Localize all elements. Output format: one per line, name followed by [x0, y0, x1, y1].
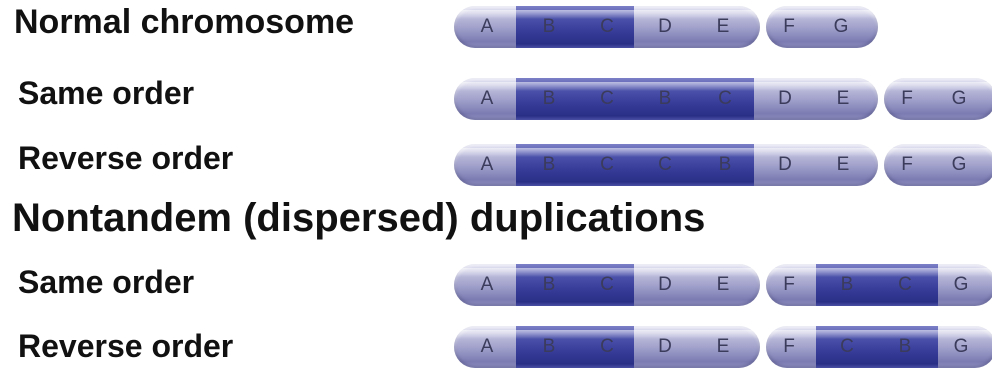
label-tandem-same-order: Same order — [18, 75, 195, 111]
chromosome-arm-q: F C B G — [766, 326, 992, 368]
gene-label: F — [901, 154, 913, 175]
gene-label: A — [480, 154, 494, 175]
gene-label: D — [778, 88, 792, 109]
gene-label: C — [600, 16, 614, 37]
gene-label: D — [658, 274, 672, 295]
gene-label: E — [716, 274, 730, 295]
label-tandem-reverse-order: Reverse order — [18, 140, 234, 176]
gene-label: G — [953, 336, 969, 357]
chromosome-tandem-reverse: A B C C B D E F G — [454, 144, 992, 186]
gene-label: E — [716, 16, 730, 37]
gene-label: A — [480, 88, 494, 109]
gene-label: D — [658, 16, 672, 37]
chromosome-nontandem-same: A B C D E F B C G — [454, 264, 992, 306]
chromosome-arm-p: A B C D E — [454, 326, 760, 368]
gene-label: E — [836, 154, 850, 175]
gene-label: C — [600, 154, 614, 175]
gene-label: B — [542, 336, 556, 357]
gene-label: B — [542, 16, 556, 37]
gene-label: G — [951, 154, 967, 175]
chromosome-arm-q: F G — [884, 144, 992, 186]
chromosome-nontandem-reverse: A B C D E F C B G — [454, 326, 992, 368]
gene-label: G — [833, 16, 849, 37]
gene-label: C — [898, 274, 912, 295]
gene-label: D — [778, 154, 792, 175]
gene-label: D — [658, 336, 672, 357]
gene-label: C — [718, 88, 732, 109]
label-nontandem-reverse-order: Reverse order — [18, 328, 234, 364]
chromosome-arm-p: A B C D E — [454, 6, 760, 48]
gene-label: B — [718, 154, 732, 175]
gene-label: F — [783, 274, 795, 295]
gene-label: F — [901, 88, 913, 109]
gene-label: A — [480, 16, 494, 37]
gene-label: A — [480, 274, 494, 295]
gene-label: B — [542, 88, 556, 109]
section-title-nontandem: Nontandem (dispersed) duplications — [12, 196, 706, 240]
chromosome-normal: A B C D E F G — [454, 6, 878, 48]
gene-label: A — [480, 336, 494, 357]
gene-label: E — [716, 336, 730, 357]
gene-label: B — [898, 336, 912, 357]
gene-label: C — [600, 336, 614, 357]
chromosome-arm-p: A B C C B D E — [454, 144, 878, 186]
gene-label: B — [840, 274, 854, 295]
gene-label: C — [658, 154, 672, 175]
gene-label: B — [542, 274, 556, 295]
gene-label: E — [836, 88, 850, 109]
gene-label: F — [783, 16, 795, 37]
gene-label: F — [783, 336, 795, 357]
chromosome-arm-p: A B C B C D E — [454, 78, 878, 120]
gene-label: G — [953, 274, 969, 295]
label-normal-chromosome: Normal chromosome — [14, 3, 355, 41]
gene-label: C — [840, 336, 854, 357]
chromosome-arm-q: F G — [766, 6, 878, 48]
chromosome-arm-q: F G — [884, 78, 992, 120]
chromosome-arm-p: A B C D E — [454, 264, 760, 306]
label-nontandem-same-order: Same order — [18, 264, 195, 300]
gene-label: C — [600, 88, 614, 109]
chromosome-arm-q: F B C G — [766, 264, 992, 306]
gene-label: B — [542, 154, 556, 175]
chromosome-tandem-same: A B C B C D E F G — [454, 78, 992, 120]
gene-label: G — [951, 88, 967, 109]
gene-label: B — [658, 88, 672, 109]
gene-label: C — [600, 274, 614, 295]
